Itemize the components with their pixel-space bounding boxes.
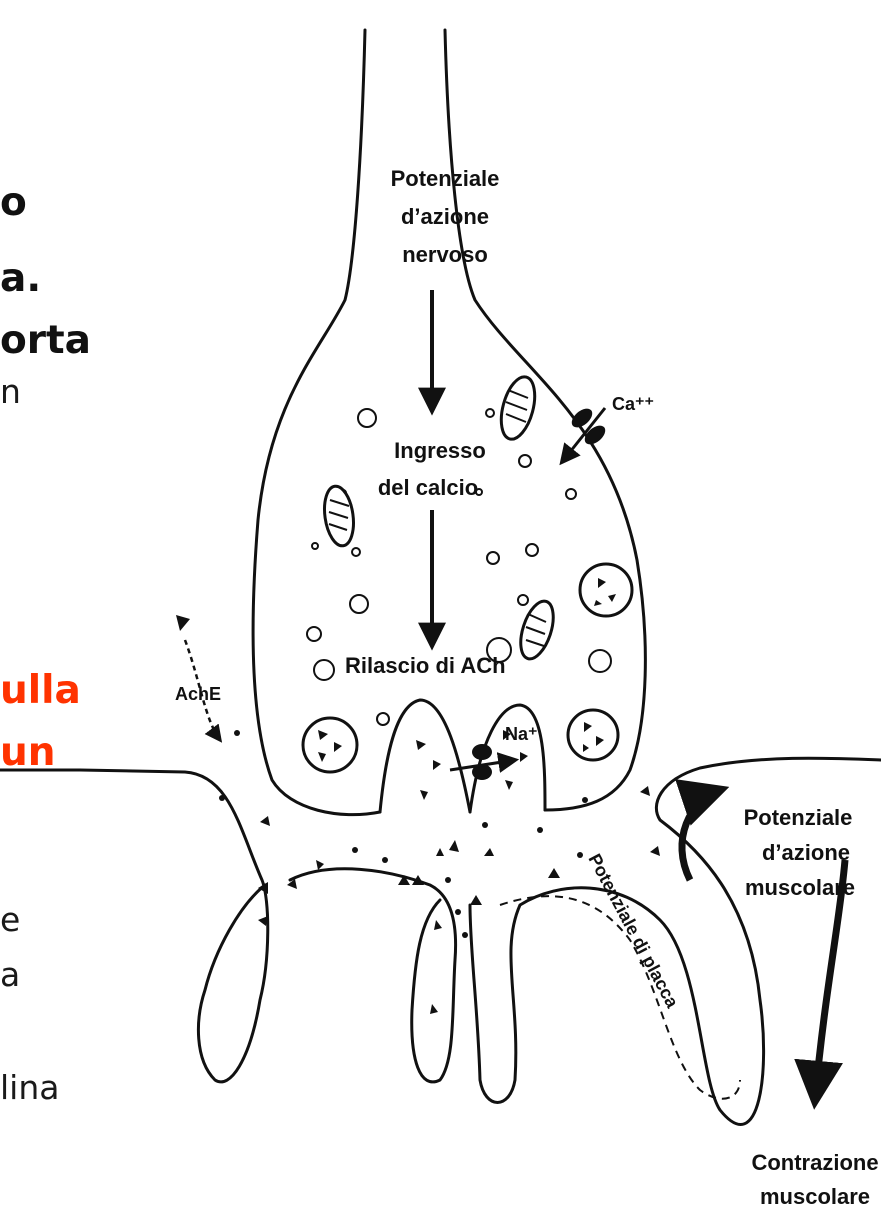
label-sodium-ion: Na⁺: [505, 724, 538, 744]
nerve-terminal-outline-right: [445, 30, 645, 810]
muscle-action-potential-arrow: [682, 790, 720, 880]
label-contrazione-1: Contrazione: [751, 1150, 878, 1175]
label-calcium-ion: Ca⁺⁺: [612, 394, 654, 414]
ache-molecule-icon: [176, 615, 190, 631]
label-potenziale-nervoso-3: nervoso: [402, 242, 488, 267]
label-potenziale-muscolare-3: muscolare: [745, 875, 855, 900]
nerve-terminal-outline: [253, 30, 380, 815]
label-potenziale-muscolare-1: Potenziale: [744, 805, 853, 830]
sodium-channel-icon: [472, 744, 492, 780]
label-ingresso-calcio-2: del calcio: [378, 475, 478, 500]
mitochondria: [321, 373, 560, 663]
label-potenziale-nervoso-2: d’azione: [401, 204, 489, 229]
label-ingresso-calcio-1: Ingresso: [394, 438, 486, 463]
label-rilascio-ach: Rilascio di ACh: [345, 653, 506, 678]
label-potenziale-muscolare-2: d’azione: [762, 840, 850, 865]
label-contrazione-2: muscolare: [760, 1184, 870, 1209]
muscle-membrane-outline: [80, 770, 268, 1082]
label-potenziale-nervoso-1: Potenziale: [391, 166, 500, 191]
muscle-membrane-outline: [290, 869, 456, 1082]
label-ache: AchE: [175, 684, 221, 704]
